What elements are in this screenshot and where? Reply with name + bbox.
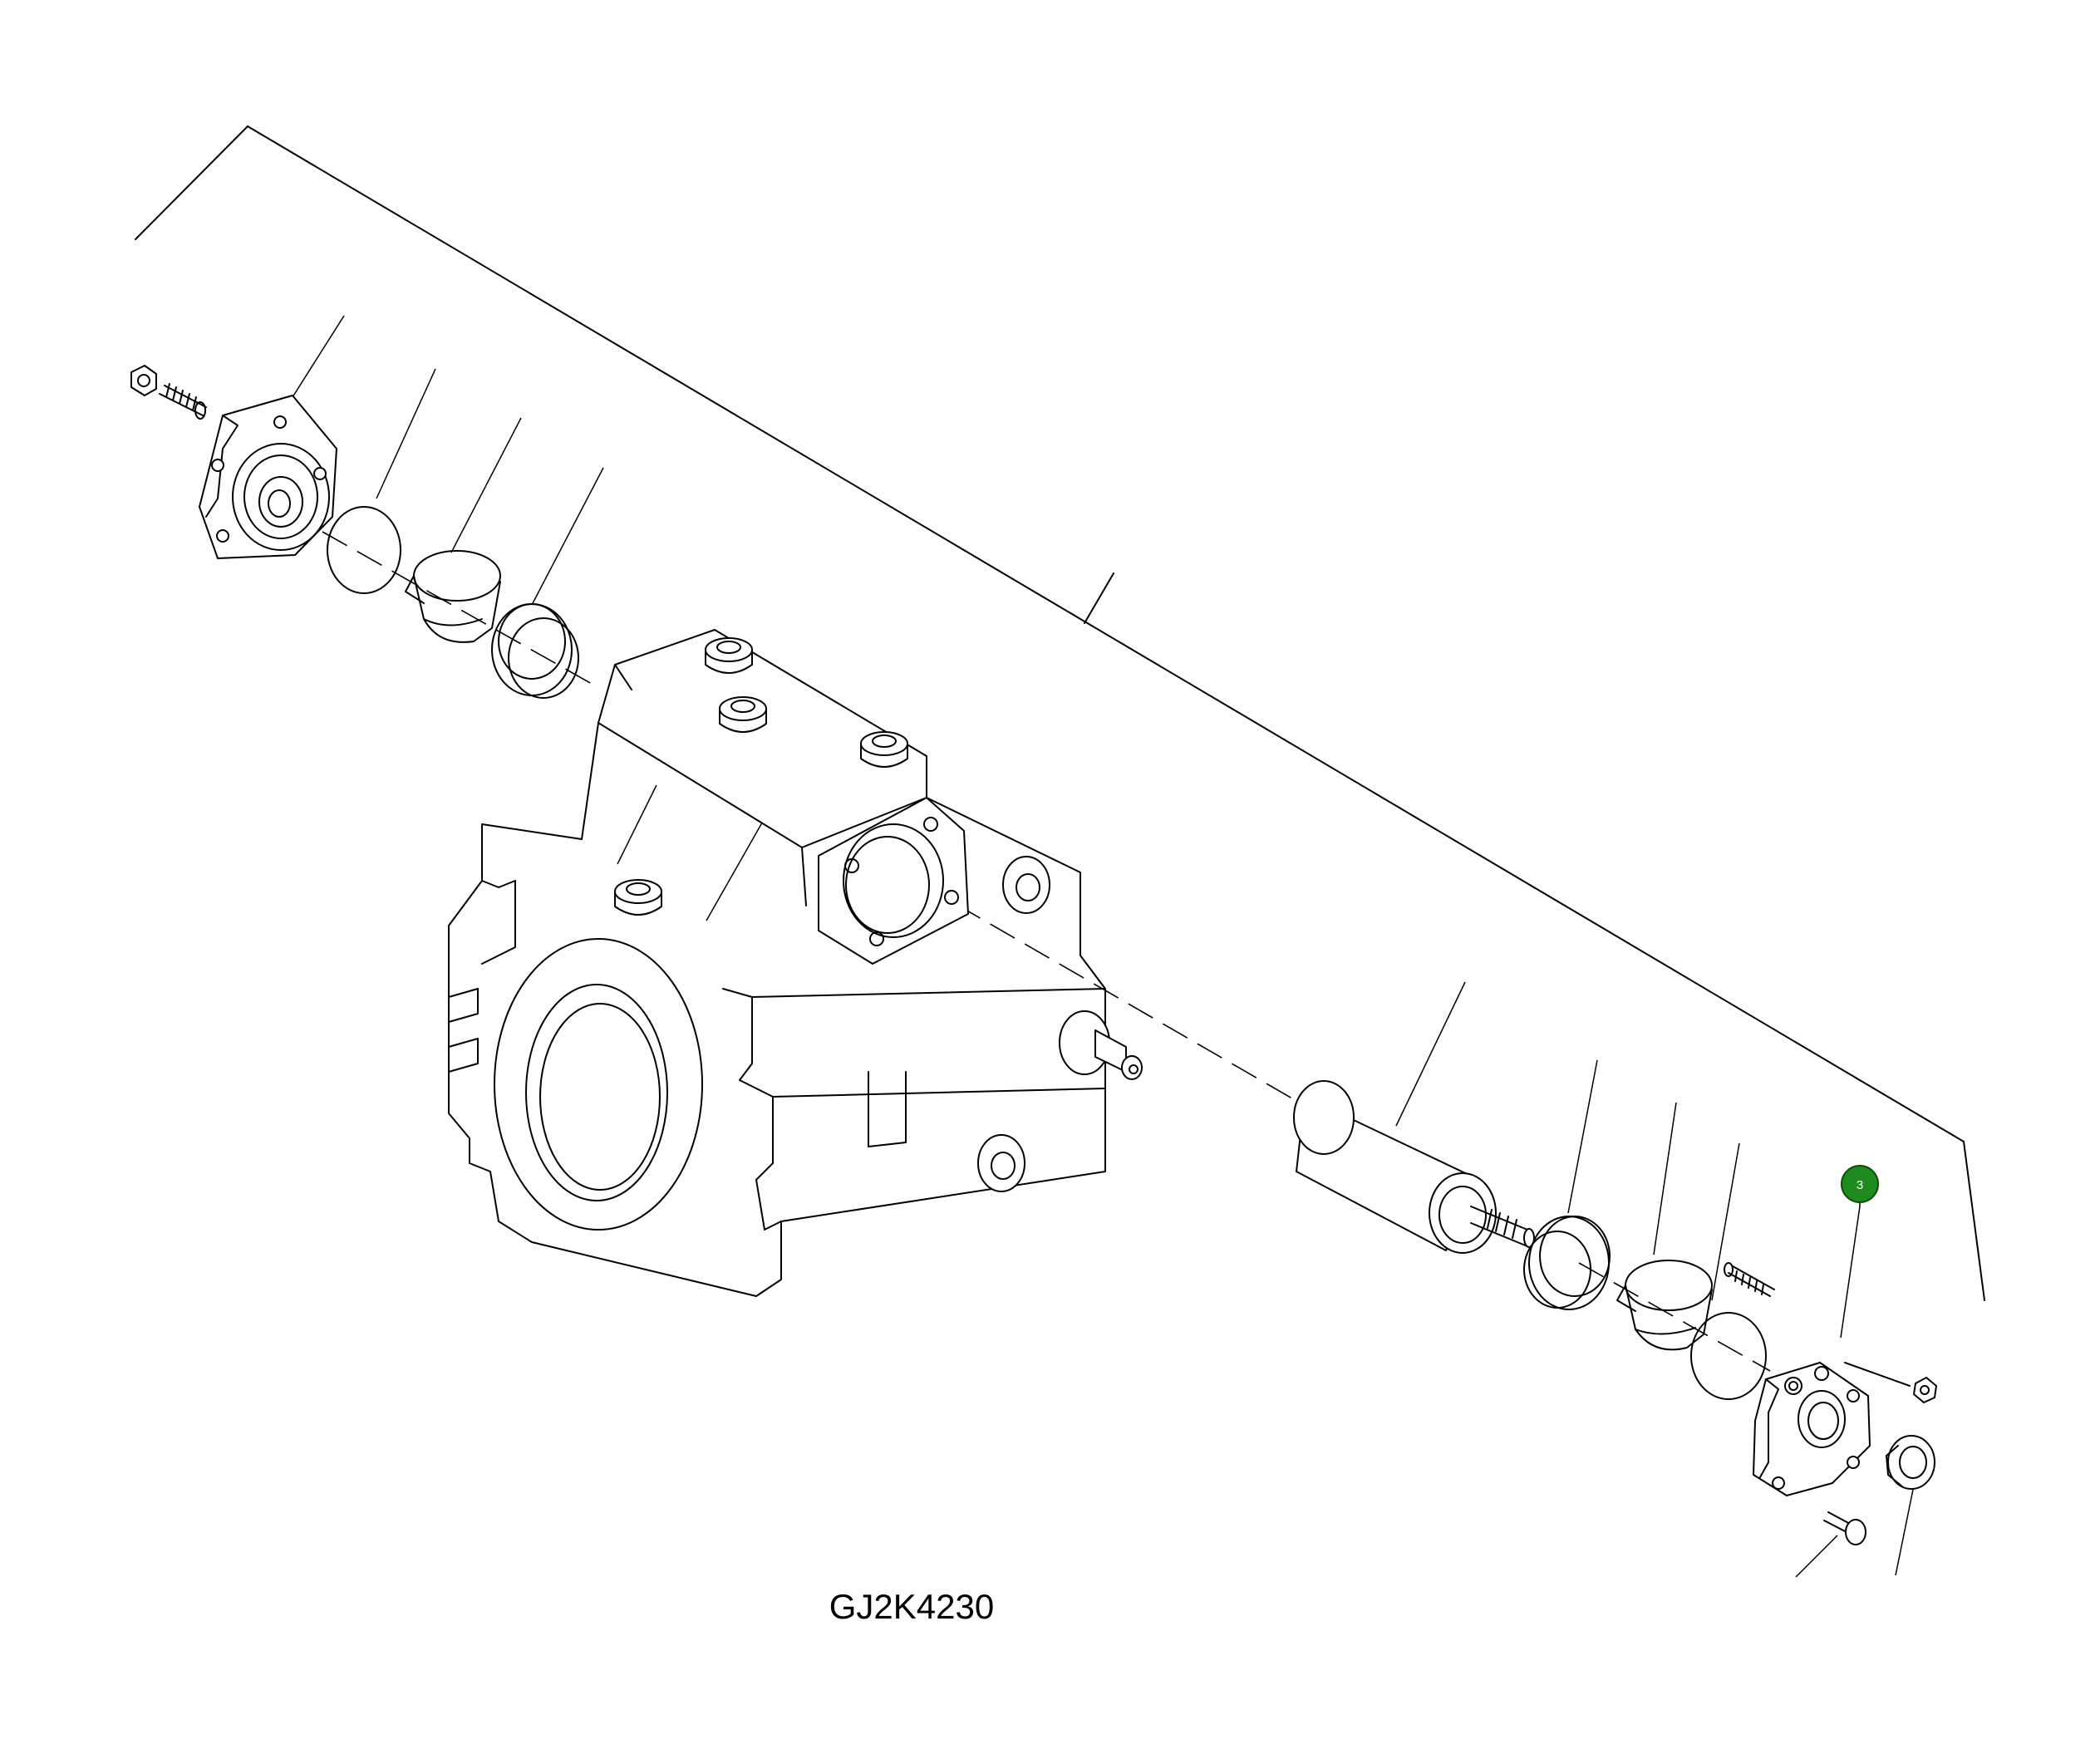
pump-housing: [448, 629, 1143, 1297]
leader-lines: [276, 315, 1916, 1578]
o-ring-left: [327, 506, 401, 594]
washer-right: [1886, 1435, 1935, 1490]
flange-nut-left: [130, 365, 207, 420]
shaft-cylinder: [1293, 1080, 1535, 1254]
cap-screw-right: [1823, 1511, 1866, 1545]
callout-3[interactable]: 3: [1841, 1165, 1879, 1206]
lock-nut-right: [1844, 1362, 1937, 1403]
end-cover-left: [199, 395, 337, 559]
assembly-axis: [322, 531, 1771, 1372]
grease-fitting: [1059, 1010, 1143, 1080]
seal-ring-right: [1523, 1216, 1611, 1310]
callout-circle[interactable]: [1841, 1165, 1879, 1203]
split-bushing-right: [1616, 1260, 1713, 1351]
seal-ring-left: [491, 603, 579, 699]
callout-number: 3: [1857, 1178, 1863, 1192]
split-bushing-left: [405, 550, 501, 643]
assembly-bracket-line: [135, 125, 1985, 1301]
end-cover-right: [1753, 1362, 1871, 1496]
stud-bolt-right: [1724, 1262, 1775, 1297]
figure-code-label: GJ2K4230: [829, 1587, 994, 1626]
o-ring-right: [1690, 1312, 1767, 1400]
